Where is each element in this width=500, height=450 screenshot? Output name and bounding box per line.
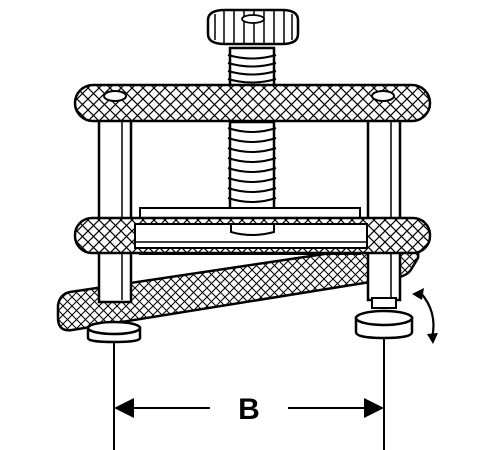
top-bar: [73, 83, 432, 123]
thumb-screw: [206, 8, 300, 46]
left-post: [97, 116, 133, 304]
dimension-b: B: [113, 338, 385, 450]
curved-double-arrow-icon: [412, 288, 438, 344]
dimension-label: B: [238, 393, 260, 426]
lower-bar: [73, 216, 432, 255]
right-post: [366, 116, 402, 309]
right-foot: [354, 309, 414, 340]
screw-upper: [227, 46, 277, 92]
left-foot: [86, 320, 142, 344]
